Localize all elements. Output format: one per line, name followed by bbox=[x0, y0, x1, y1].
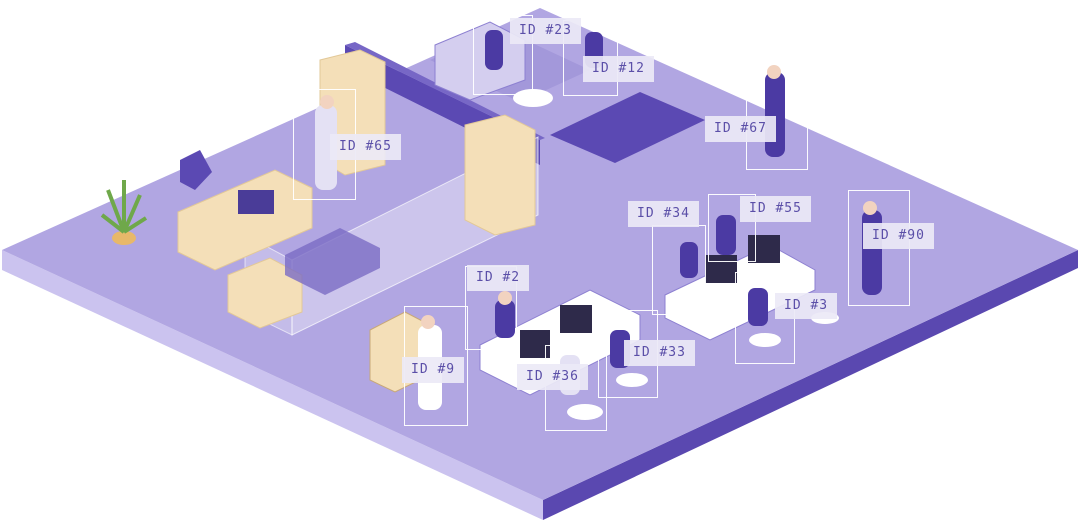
monitor-d bbox=[748, 235, 780, 263]
person-55 bbox=[716, 215, 736, 255]
id-tag-9: ID #9 bbox=[402, 357, 465, 383]
chair-base bbox=[749, 333, 781, 347]
id-tag-65: ID #65 bbox=[330, 134, 401, 160]
floor-top bbox=[2, 8, 1078, 500]
id-tag-36: ID #36 bbox=[517, 364, 588, 390]
person-34 bbox=[680, 242, 698, 278]
detection-box bbox=[652, 225, 706, 315]
waiting-chairs bbox=[285, 228, 380, 295]
person-2-head bbox=[498, 291, 512, 305]
id-tag-23: ID #23 bbox=[510, 18, 581, 44]
detection-box bbox=[473, 15, 533, 95]
id-tag-2: ID #2 bbox=[467, 265, 530, 291]
chair-base bbox=[567, 404, 603, 420]
id-tag-67: ID #67 bbox=[705, 116, 776, 142]
monitor bbox=[238, 190, 274, 214]
manager-desk bbox=[177, 169, 313, 271]
id-tag-90: ID #90 bbox=[863, 223, 934, 249]
person-23 bbox=[485, 30, 503, 70]
person-65 bbox=[315, 105, 337, 190]
monitor-c bbox=[705, 255, 737, 283]
id-tag-3: ID #3 bbox=[775, 293, 838, 319]
id-tag-34: ID #34 bbox=[628, 201, 699, 227]
rug-dark bbox=[550, 92, 705, 163]
detection-box bbox=[708, 194, 756, 262]
office-chair bbox=[180, 150, 212, 190]
plant-leaves bbox=[100, 180, 148, 234]
floor-side-left bbox=[2, 250, 543, 520]
person-65-head bbox=[320, 95, 334, 109]
detection-box bbox=[746, 53, 808, 170]
chair-base bbox=[616, 373, 648, 387]
monitor-b bbox=[560, 305, 592, 333]
person-67-head bbox=[767, 65, 781, 79]
person-90-head bbox=[863, 201, 877, 215]
cabinet-right bbox=[464, 114, 536, 236]
id-tag-12: ID #12 bbox=[583, 56, 654, 82]
person-3 bbox=[748, 288, 768, 326]
reception-counter bbox=[227, 257, 303, 329]
partition-wall-upright bbox=[345, 42, 545, 140]
floor-side-right bbox=[543, 250, 1078, 520]
person-2 bbox=[495, 300, 515, 338]
id-tag-33: ID #33 bbox=[624, 340, 695, 366]
coffee-table bbox=[513, 89, 553, 107]
plant-pot bbox=[112, 231, 136, 245]
person-9-head bbox=[421, 315, 435, 329]
id-tag-55: ID #55 bbox=[740, 196, 811, 222]
